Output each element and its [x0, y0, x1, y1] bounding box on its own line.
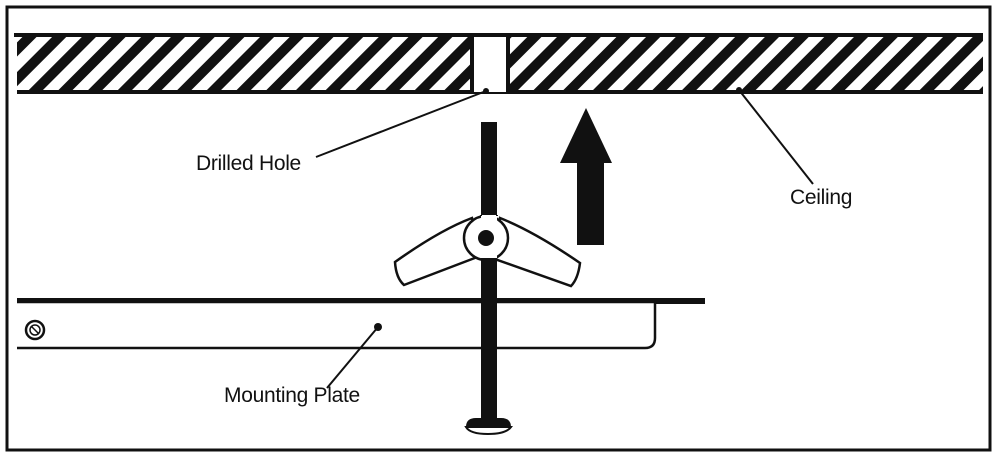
mounting-plate-label: Mounting Plate: [224, 384, 360, 407]
upward-arrow: [560, 108, 612, 245]
drilled-hole: [470, 37, 510, 92]
drilled-hole-label: Drilled Hole: [196, 152, 301, 175]
ceiling-section: [14, 33, 983, 94]
bolt-head: [464, 418, 513, 436]
toggle-wings: [393, 214, 582, 302]
mounting-plate: [17, 298, 705, 350]
ceiling-label: Ceiling: [790, 186, 853, 209]
plate-screw-icon: [24, 319, 46, 341]
drilled-hole-leader: [315, 88, 489, 158]
mounting-plate-leader: [326, 323, 382, 389]
outer-frame: [5, 5, 992, 452]
ceiling-leader: [736, 87, 814, 185]
